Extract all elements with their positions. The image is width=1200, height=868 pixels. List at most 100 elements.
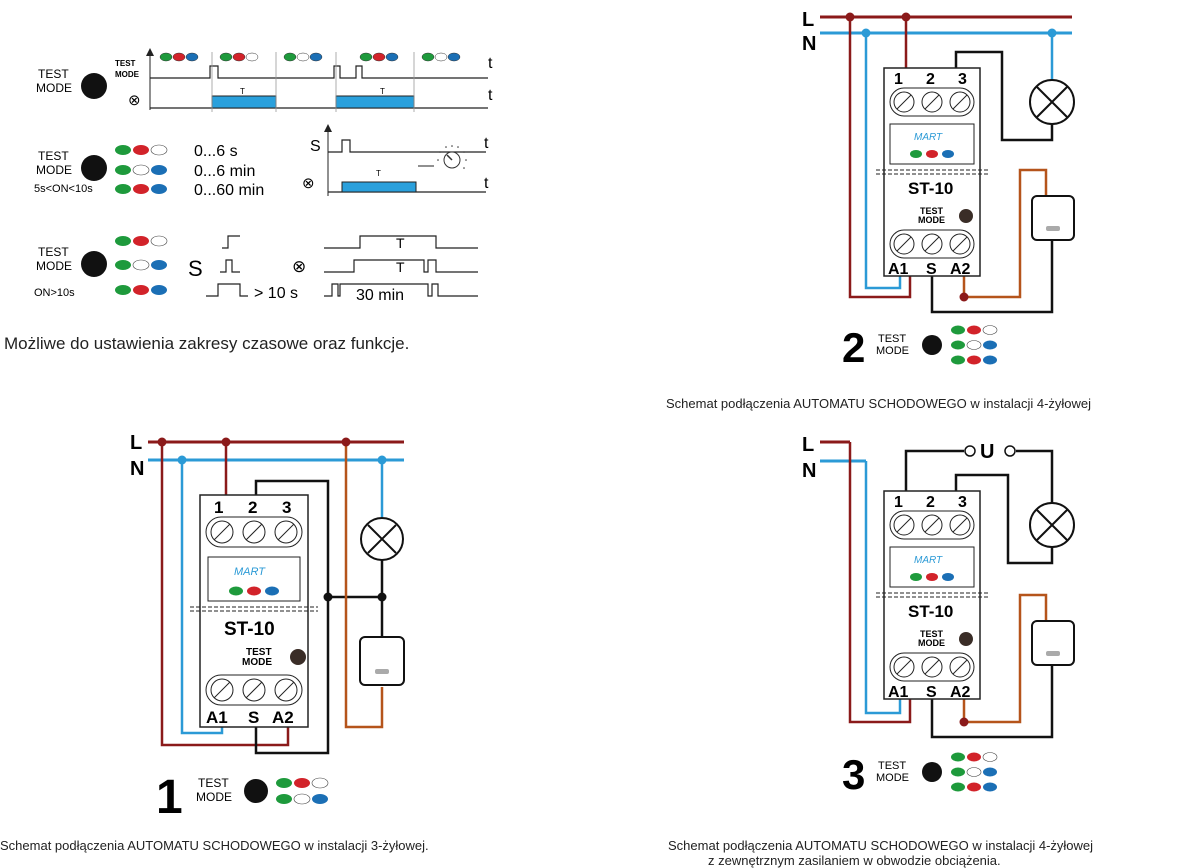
scheme1-node-3	[341, 437, 351, 447]
scheme2-dev-test: TEST	[920, 206, 944, 216]
row3-lamp-symbol: ⊗	[292, 257, 306, 276]
function-diagram-panel: TEST MODE TEST MODE ⊗ t t T T	[34, 48, 493, 304]
scheme1-legend-button	[244, 779, 268, 803]
push-button-switch-icon	[1031, 620, 1075, 666]
scheme2-wire-L-to-A1	[848, 17, 912, 299]
row3-led-group-1	[115, 235, 168, 247]
scheme3-dev-test: TEST	[920, 629, 944, 639]
row3-input-trace-1	[222, 235, 240, 249]
row2-lamp-symbol: ⊗	[302, 175, 315, 192]
scheme1-terminal-2: 2	[248, 498, 257, 517]
row2-range-1: 0...6 s	[194, 143, 238, 160]
scheme2-terminal-S: S	[926, 261, 937, 278]
row1-led-group-5	[421, 52, 461, 62]
scheme1-terminal-S: S	[248, 708, 259, 727]
scheme3-legend-leds	[951, 752, 998, 792]
row1-led-group-2	[219, 52, 259, 62]
scheme1-test-button[interactable]	[290, 649, 306, 665]
scheme2-terminal-A2: A2	[950, 261, 971, 278]
scheme1-node-1	[157, 437, 167, 447]
row1-led-group-1	[159, 52, 199, 62]
row2-axis-arrow	[324, 124, 332, 132]
scheme-2-caption: Schemat podłączenia AUTOMATU SCHODOWEGO …	[666, 396, 1092, 411]
scheme2-terminal-2: 2	[926, 71, 935, 88]
row1-lamp-symbol: ⊗	[128, 92, 141, 109]
scheme1-number: 1	[156, 771, 183, 820]
scheme2-brand: MART	[914, 132, 943, 143]
scheme1-node-4	[177, 455, 187, 465]
scheme3-number: 3	[842, 751, 865, 798]
push-button-switch-icon	[1031, 195, 1075, 241]
scheme1-terminal-A1: A1	[206, 708, 228, 727]
scheme2-node-1	[845, 12, 855, 22]
scheme3-terminal-3: 3	[958, 494, 967, 511]
scheme3-wire-N-to-A1	[864, 461, 902, 715]
lamp-icon	[360, 517, 404, 561]
row1-test-button[interactable]	[81, 73, 107, 99]
scheme3-terminal-A2: A2	[950, 684, 971, 701]
lamp-icon	[1029, 502, 1075, 548]
scheme3-wire-3-to-lamp	[954, 473, 1054, 565]
scheme-3-diagram: L N U 1 2 3 MART ST-10 TEST MODE A1 S A2	[802, 434, 1075, 798]
row3-output-trace-3	[324, 283, 478, 297]
scheme3-dev-mode: MODE	[918, 638, 945, 648]
row1-test-label: TEST	[38, 67, 69, 81]
scheme3-test-button[interactable]	[959, 632, 973, 646]
scheme3-st10-device[interactable]: 1 2 3 MART ST-10 TEST MODE A1 S A2	[876, 490, 988, 701]
row1-led-group-4	[359, 52, 399, 62]
scheme3-U-terminal-right	[1004, 445, 1016, 457]
scheme2-node-2	[901, 12, 911, 22]
scheme1-wire-junction	[328, 560, 384, 599]
scheme2-legend-test: TEST	[878, 333, 906, 345]
scheme1-wire-3-to-lamp	[254, 479, 330, 755]
scheme3-legend-test: TEST	[878, 760, 906, 772]
scheme2-wire-3-to-lamp	[954, 50, 1054, 142]
row2-led-range-3	[115, 184, 167, 194]
row3-s-label: S	[188, 256, 203, 281]
scheme1-node-5	[377, 455, 387, 465]
scheme3-wire-S-to-switch	[930, 665, 1054, 739]
scheme3-terminal-2: 2	[926, 494, 935, 511]
scheme1-terminal-1: 1	[214, 498, 223, 517]
row2-mode-label: MODE	[36, 163, 72, 177]
row1-pulse2-T: T	[380, 87, 385, 96]
row2-t-label-2: t	[484, 175, 489, 192]
scheme3-U-terminal-left	[964, 445, 976, 457]
scheme1-dev-mode: MODE	[242, 657, 272, 668]
row2-condition-label: 5s<ON<10s	[34, 183, 93, 195]
row2-test-button[interactable]	[81, 155, 107, 181]
scheme2-model: ST-10	[908, 179, 953, 198]
scheme1-node-7	[377, 592, 387, 602]
scheme2-terminal-3: 3	[958, 71, 967, 88]
row3-input-trace-3	[206, 283, 248, 297]
scheme2-L-label: L	[802, 9, 814, 31]
row1-axis-arrow	[146, 48, 154, 56]
scheme1-node-6	[323, 592, 333, 602]
scheme2-node-3	[861, 28, 871, 38]
row1-mode-label: MODE	[36, 81, 72, 95]
scheme3-terminal-A1: A1	[888, 684, 909, 701]
row3-input-trace-2	[220, 259, 240, 273]
push-button-switch-icon	[359, 636, 405, 686]
scheme1-N-label: N	[130, 458, 144, 480]
scheme3-wire-1-to-U	[904, 449, 964, 495]
scheme2-legend-button	[922, 335, 942, 355]
row1-t-axis-label-2: t	[488, 87, 493, 104]
scheme1-st10-device[interactable]: 1 2 3 MART ST-10 TEST MODE A1 S A2	[190, 494, 318, 728]
scheme1-legend-leds	[276, 777, 329, 805]
scheme-2-diagram: L N 1 2 3 MART ST-10 TEST MODE A1 S A	[802, 9, 1075, 371]
scheme2-N-label: N	[802, 33, 816, 55]
row3-test-button[interactable]	[81, 251, 107, 277]
scheme-3-caption-line2: z zewnętrznym zasilaniem w obwodzie obci…	[708, 853, 1001, 868]
scheme3-wire-L-to-A2	[848, 442, 912, 724]
row2-s-label: S	[310, 138, 321, 155]
row1-output-pulse-1	[211, 95, 277, 109]
scheme2-test-button[interactable]	[959, 209, 973, 223]
row3-test-label: TEST	[38, 245, 69, 259]
scheme1-legend-mode: MODE	[196, 790, 232, 804]
lamp-icon	[1029, 79, 1075, 125]
scheme3-U-label: U	[980, 441, 994, 463]
scheme1-legend-test: TEST	[198, 776, 229, 790]
scheme2-st10-device[interactable]: 1 2 3 MART ST-10 TEST MODE A1 S A2	[876, 67, 988, 278]
scheme1-node-2	[221, 437, 231, 447]
